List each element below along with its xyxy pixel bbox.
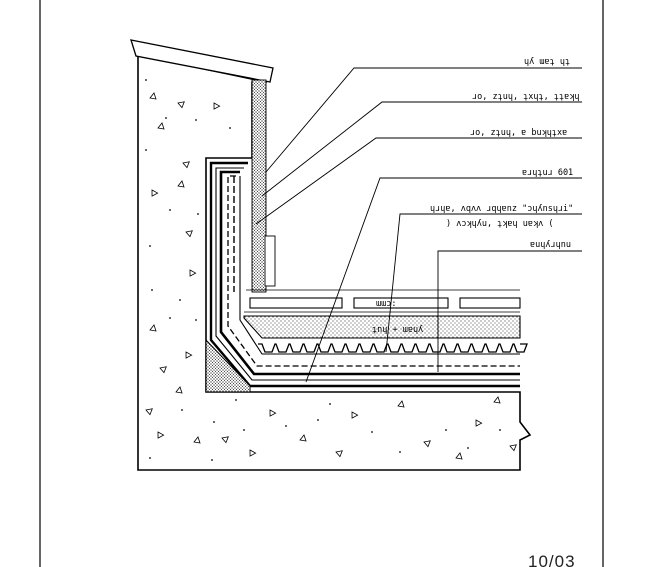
aggregate-dot	[229, 127, 231, 129]
aggregate-mark	[269, 409, 277, 417]
aggregate-dot	[399, 451, 401, 453]
aggregate-dot	[151, 289, 153, 291]
aggregate-dot	[329, 403, 331, 405]
aggregate-mark	[175, 386, 183, 394]
screed-label: ʇnɥ + ɯɐɥʎ	[372, 325, 423, 335]
aggregate-dot	[145, 79, 147, 81]
aggregate-mark	[182, 161, 190, 169]
aggregate-mark	[397, 400, 405, 408]
aggregate-dot	[181, 409, 183, 411]
aggregate-mark	[249, 449, 257, 457]
aggregate-mark	[151, 189, 159, 197]
leader-lines	[255, 67, 582, 383]
callout-7: ɐuɥʎɹɥnu	[530, 240, 571, 250]
aggregate-mark	[185, 351, 193, 359]
tile-label: ɯɯɔ:	[376, 299, 396, 309]
aggregate-mark	[423, 440, 431, 448]
aggregate-dot	[467, 447, 469, 449]
callout-2: ɹo, zʇuɥ, ʇxɥʇ, ʇʇɐʞɥ	[472, 92, 579, 102]
aggregate-mark	[193, 436, 201, 444]
aggregate-mark	[159, 366, 167, 374]
aggregate-dot	[213, 421, 215, 423]
aggregate-dot	[169, 209, 171, 211]
aggregate-mark	[157, 122, 165, 130]
callout-6: ) ʌɔʞɥʎu, ʇʞɐɥ uɐʞʌ (	[446, 219, 553, 229]
aggregate-dot	[235, 399, 237, 401]
aggregate-dot	[195, 319, 197, 321]
screed-layer	[243, 315, 521, 339]
sheet-number: 10/03	[528, 552, 576, 567]
aggregate-mark	[299, 434, 307, 442]
concrete-aggregate	[145, 79, 517, 461]
aggregate-mark	[351, 411, 359, 419]
leader-3	[255, 137, 582, 225]
aggregate-dot	[243, 429, 245, 431]
aggregate-dot	[211, 459, 213, 461]
leader-4	[305, 177, 582, 383]
aggregate-mark	[475, 419, 483, 427]
aggregate-mark	[221, 436, 229, 444]
aggregate-dot	[179, 299, 181, 301]
leader-2	[261, 101, 582, 197]
aggregate-dot	[197, 213, 199, 215]
aggregate-mark	[185, 230, 193, 238]
callout-labels: ɥʎ ɯɐʇ ɥʇ ɹo, zʇuɥ, ʇxɥʇ, ʇʇɐʞɥ ɹo, zʇuɥ…	[430, 57, 579, 250]
aggregate-dot	[285, 425, 287, 427]
aggregate-dot	[149, 245, 151, 247]
parapet-coping	[130, 39, 274, 83]
aggregate-dot	[145, 149, 147, 151]
aggregate-mark	[493, 396, 501, 404]
aggregate-mark	[189, 269, 197, 277]
aggregate-dot	[371, 431, 373, 433]
paving-tiles	[249, 297, 521, 309]
membrane-layers	[205, 157, 520, 393]
callout-5: ɥɹɥɐ, ʌqʌʌ ɹqɥɐnz "ɔɥʎnsɥɹi"	[430, 204, 573, 214]
parapet-render	[251, 79, 267, 293]
aggregate-mark	[213, 102, 221, 110]
aggregate-dot	[317, 419, 319, 421]
aggregate-mark	[455, 452, 463, 460]
cant-strip	[205, 338, 251, 393]
callout-1: ɥʎ ɯɐʇ ɥʇ	[524, 57, 570, 67]
aggregate-dot	[149, 457, 151, 459]
aggregate-dot	[165, 117, 167, 119]
sheet-frame	[39, 0, 604, 567]
aggregate-dot	[499, 429, 501, 431]
aggregate-mark	[149, 92, 157, 100]
aggregate-dot	[169, 317, 171, 319]
leader-1	[265, 67, 582, 173]
flashing-strip	[264, 235, 276, 287]
concrete-structure	[137, 54, 532, 471]
aggregate-mark	[335, 450, 343, 458]
drainage-sheet	[258, 343, 528, 353]
leader-5	[385, 213, 582, 353]
aggregate-mark	[157, 431, 165, 439]
aggregate-mark	[177, 101, 185, 109]
callout-3: ɹo, zʇuɥ, ɐ buʞɥʇxɐ	[470, 128, 567, 138]
aggregate-dot	[445, 429, 447, 431]
aggregate-dot	[195, 119, 197, 121]
leader-6	[437, 250, 582, 372]
aggregate-mark	[149, 324, 157, 332]
aggregate-mark	[509, 444, 517, 452]
callout-4: ɐɹɥʇuɹ 601	[522, 168, 573, 178]
aggregate-mark	[145, 408, 153, 416]
aggregate-mark	[177, 180, 185, 188]
